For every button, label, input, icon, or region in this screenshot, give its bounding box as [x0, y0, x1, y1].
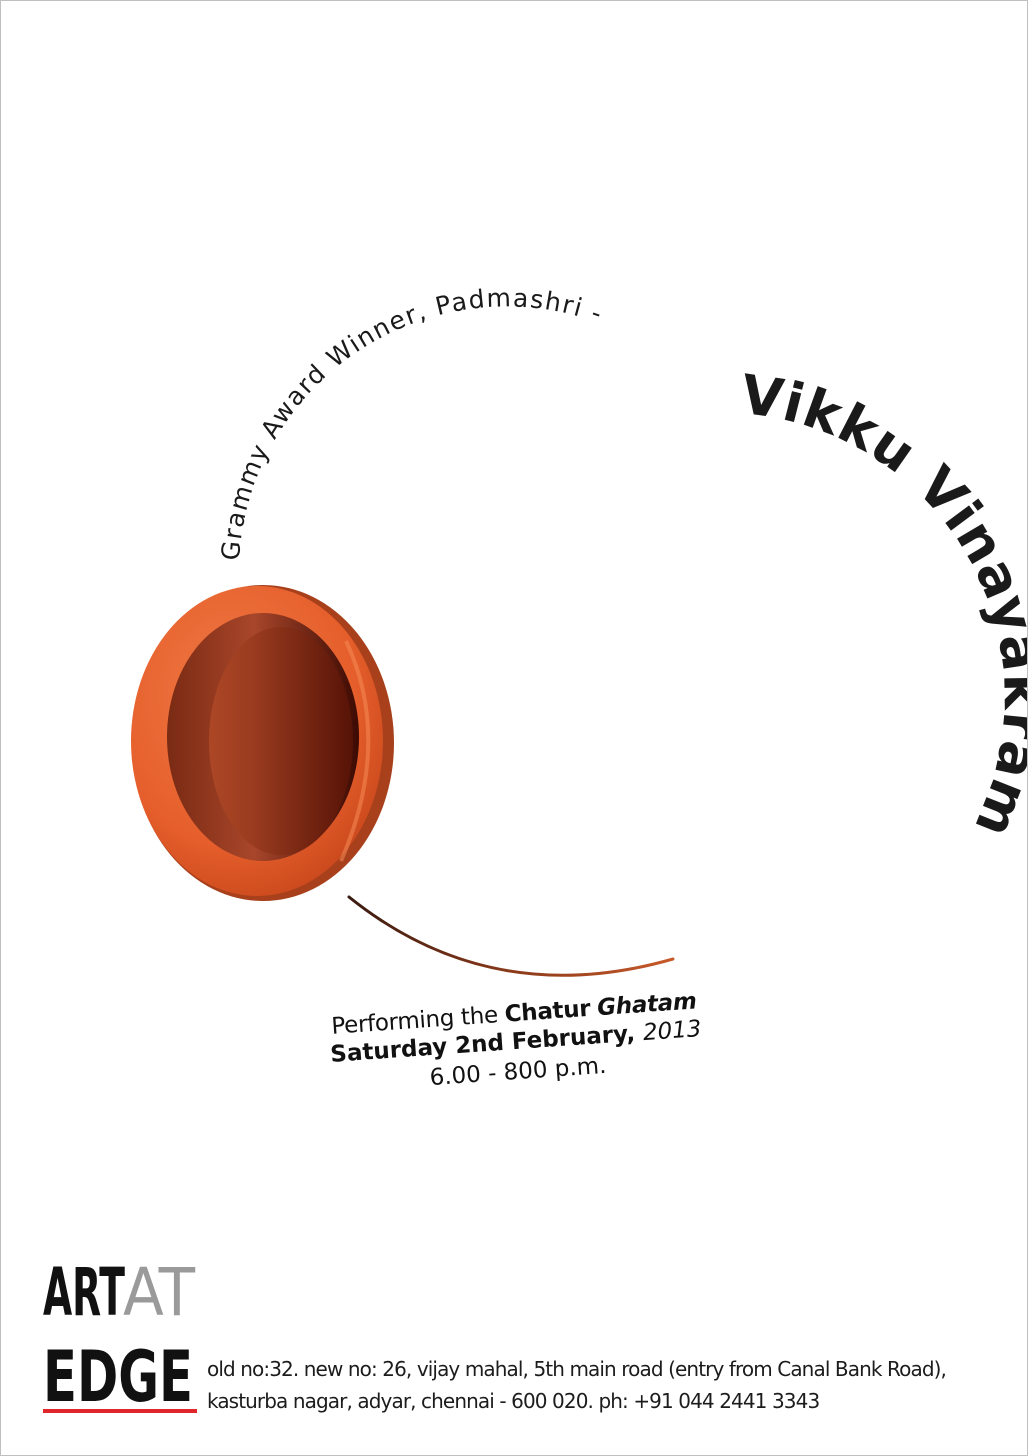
decorative-arc [347, 895, 675, 977]
event-year: 2013 [642, 1016, 703, 1047]
venue-address: old no:32. new no: 26, vijay mahal, 5th … [207, 1353, 947, 1417]
poster-artwork: Grammy Award Winner, Padmashri - Vikku V… [131, 283, 1027, 977]
address-line-1: old no:32. new no: 26, vijay mahal, 5th … [207, 1357, 947, 1381]
ghatam-pot-illustration [131, 585, 394, 901]
logo-at-text: AT [123, 1254, 196, 1331]
artist-name: Vikku Vinayakram [737, 363, 1027, 847]
instrument-name-1: Chatur [503, 995, 592, 1028]
arc-intro-text: Grammy Award Winner, Padmashri - [216, 283, 607, 561]
logo-edge-text: EDGE [43, 1336, 193, 1418]
logo-art-text: ART [43, 1254, 125, 1331]
address-line-2: kasturba nagar, adyar, chennai - 600 020… [207, 1389, 820, 1413]
logo-underline [43, 1409, 197, 1413]
art-at-edge-logo: ART AT EDGE [43, 1254, 197, 1418]
